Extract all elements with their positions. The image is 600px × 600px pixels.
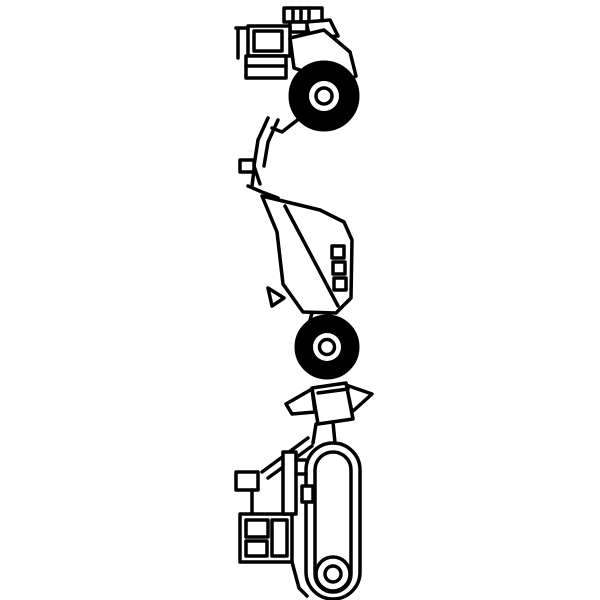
front-wheel xyxy=(288,60,360,132)
scraper-bowl xyxy=(260,194,354,315)
wing-to-trailer-struts xyxy=(311,420,337,445)
trailer-brace xyxy=(234,436,314,518)
gooseneck-linkage xyxy=(238,116,302,200)
tractor-cab xyxy=(234,24,292,80)
bowl-panels xyxy=(330,244,348,292)
roller-capsule xyxy=(300,441,362,600)
trailer-cab xyxy=(238,450,309,598)
roller-hub xyxy=(314,555,352,593)
hopper-wing xyxy=(284,381,374,426)
rear-wheel xyxy=(294,314,360,380)
